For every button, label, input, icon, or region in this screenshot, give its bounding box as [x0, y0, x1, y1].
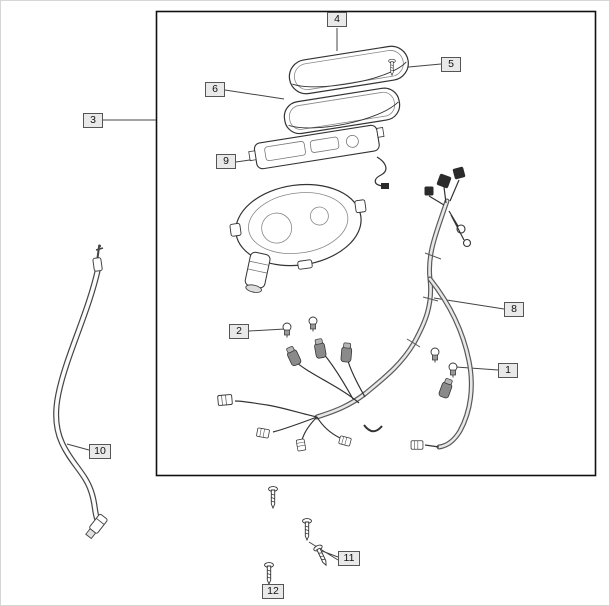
- bulb-item1-b: [448, 362, 458, 378]
- harness-connector-2: [256, 427, 270, 439]
- callout-12: 12: [262, 584, 284, 599]
- screw-3: [312, 543, 331, 568]
- callout-10: 10: [89, 444, 111, 459]
- callout-2: 2: [229, 324, 249, 339]
- lower-lens-part: [283, 87, 401, 135]
- harness-connector-3: [295, 438, 307, 452]
- callout-4: 4: [327, 12, 347, 27]
- harness-connector-black-2: [452, 166, 466, 180]
- callout-11: 11: [338, 551, 360, 566]
- ring-terminal-2: [462, 238, 472, 248]
- pigtail-connector: [381, 183, 389, 189]
- gauge-plate-part: [248, 124, 385, 170]
- ring-terminal-1: [456, 224, 466, 234]
- harness-connector-4: [338, 435, 352, 447]
- bulb-item2-b: [308, 316, 318, 332]
- cable-lower-fitting: [85, 513, 108, 540]
- screw-1: [268, 486, 278, 509]
- screw-4: [264, 562, 274, 585]
- harness-connector-1: [217, 393, 233, 407]
- bulb-socket-1: [312, 337, 327, 360]
- callout-6: 6: [205, 82, 225, 97]
- bulb-socket-2: [284, 344, 303, 368]
- harness-connector-black-3: [424, 186, 434, 196]
- harness-connector-black-1: [436, 173, 452, 189]
- bulb-socket-3: [340, 342, 353, 363]
- harness-tape-marks: [406, 252, 442, 348]
- speedometer-drive-part: [244, 251, 271, 293]
- bulb-item2-a: [282, 322, 292, 338]
- bulb-socket-4: [437, 377, 455, 400]
- lens-cover-part: [288, 45, 409, 95]
- harness-connector-5: [410, 440, 424, 450]
- callout-8: 8: [504, 302, 524, 317]
- callout-9: 9: [216, 154, 236, 169]
- gauge-pigtail-wire: [374, 156, 387, 187]
- callout-5: 5: [441, 57, 461, 72]
- cable-upper-fitting: [92, 257, 103, 272]
- bulb-item1-a: [430, 347, 440, 363]
- wiring-harness-part: [217, 166, 474, 452]
- speedometer-cable-part: [53, 244, 108, 540]
- diagram-frame: [155, 10, 597, 477]
- speedometer-housing-part: [229, 183, 367, 270]
- harness-clamp: [363, 424, 383, 433]
- screw-2: [302, 518, 312, 541]
- callout-1: 1: [498, 363, 518, 378]
- callout-3: 3: [83, 113, 103, 128]
